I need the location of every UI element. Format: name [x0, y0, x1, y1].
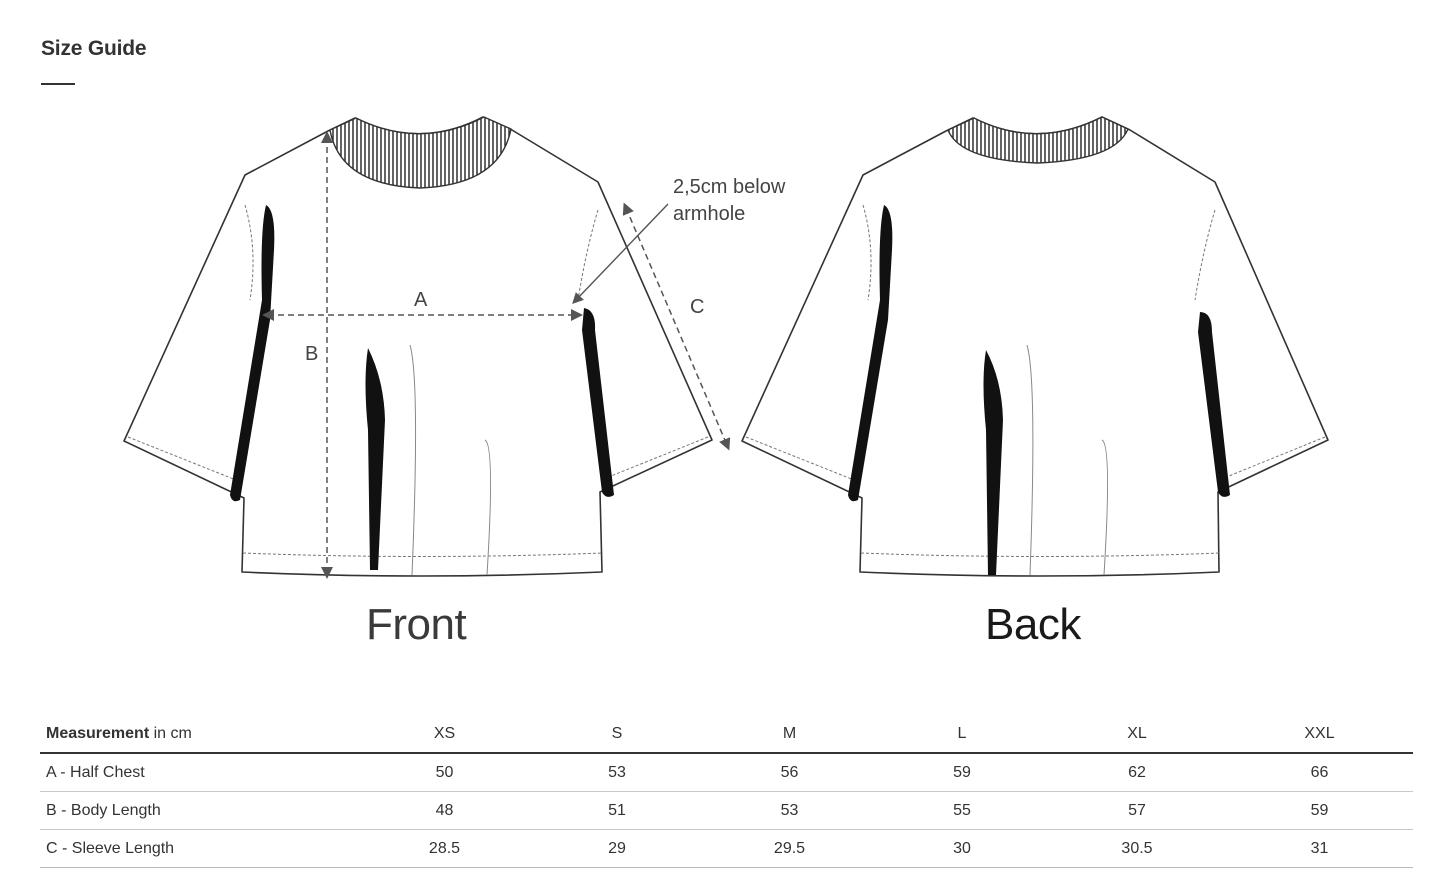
table-row: A - Half Chest 50 53 56 59 62 66 — [40, 753, 1413, 792]
table-cell: 59 — [876, 753, 1048, 792]
header-size: M — [703, 716, 876, 754]
measure-letter-b: B — [305, 343, 319, 365]
header-size: S — [531, 716, 703, 754]
table-cell: 31 — [1226, 829, 1413, 868]
table-cell: 30 — [876, 829, 1048, 868]
table-cell: 51 — [531, 791, 703, 830]
back-tshirt — [741, 116, 1329, 577]
back-label: Back — [985, 600, 1081, 649]
table-cell: 53 — [531, 753, 703, 792]
armhole-note: 2,5cm below armhole — [673, 174, 785, 228]
table-row: B - Body Length 48 51 53 55 57 59 — [40, 791, 1413, 830]
table-cell: 55 — [876, 791, 1048, 830]
row-label: C - Sleeve Length — [40, 829, 358, 868]
size-table: Measurement in cm XS S M L XL XXL A - Ha… — [40, 716, 1413, 868]
title-underline — [41, 83, 75, 85]
table-cell: 48 — [358, 791, 531, 830]
header-size: XS — [358, 716, 531, 754]
table-cell: 57 — [1048, 791, 1226, 830]
table-cell: 50 — [358, 753, 531, 792]
table-header-row: Measurement in cm XS S M L XL XXL — [40, 716, 1413, 754]
row-label: A - Half Chest — [40, 753, 358, 792]
front-label: Front — [366, 600, 467, 649]
measure-letter-a: A — [414, 289, 428, 311]
table-cell: 62 — [1048, 753, 1226, 792]
measure-letter-c: C — [690, 296, 705, 318]
table-cell: 66 — [1226, 753, 1413, 792]
table-cell: 56 — [703, 753, 876, 792]
table-cell: 59 — [1226, 791, 1413, 830]
row-label: B - Body Length — [40, 791, 358, 830]
table-cell: 28.5 — [358, 829, 531, 868]
armhole-note-line2: armhole — [673, 203, 746, 225]
page-title: Size Guide — [41, 37, 147, 60]
table-cell: 30.5 — [1048, 829, 1226, 868]
header-size: XXL — [1226, 716, 1413, 754]
header-size: L — [876, 716, 1048, 754]
garment-diagram — [123, 116, 1329, 579]
armhole-note-line1: 2,5cm below — [673, 176, 786, 198]
front-tshirt — [123, 116, 731, 579]
header-measurement: Measurement in cm — [40, 716, 358, 754]
table-cell: 53 — [703, 791, 876, 830]
table-cell: 29 — [531, 829, 703, 868]
table-row: C - Sleeve Length 28.5 29 29.5 30 30.5 3… — [40, 829, 1413, 868]
header-size: XL — [1048, 716, 1226, 754]
table-cell: 29.5 — [703, 829, 876, 868]
